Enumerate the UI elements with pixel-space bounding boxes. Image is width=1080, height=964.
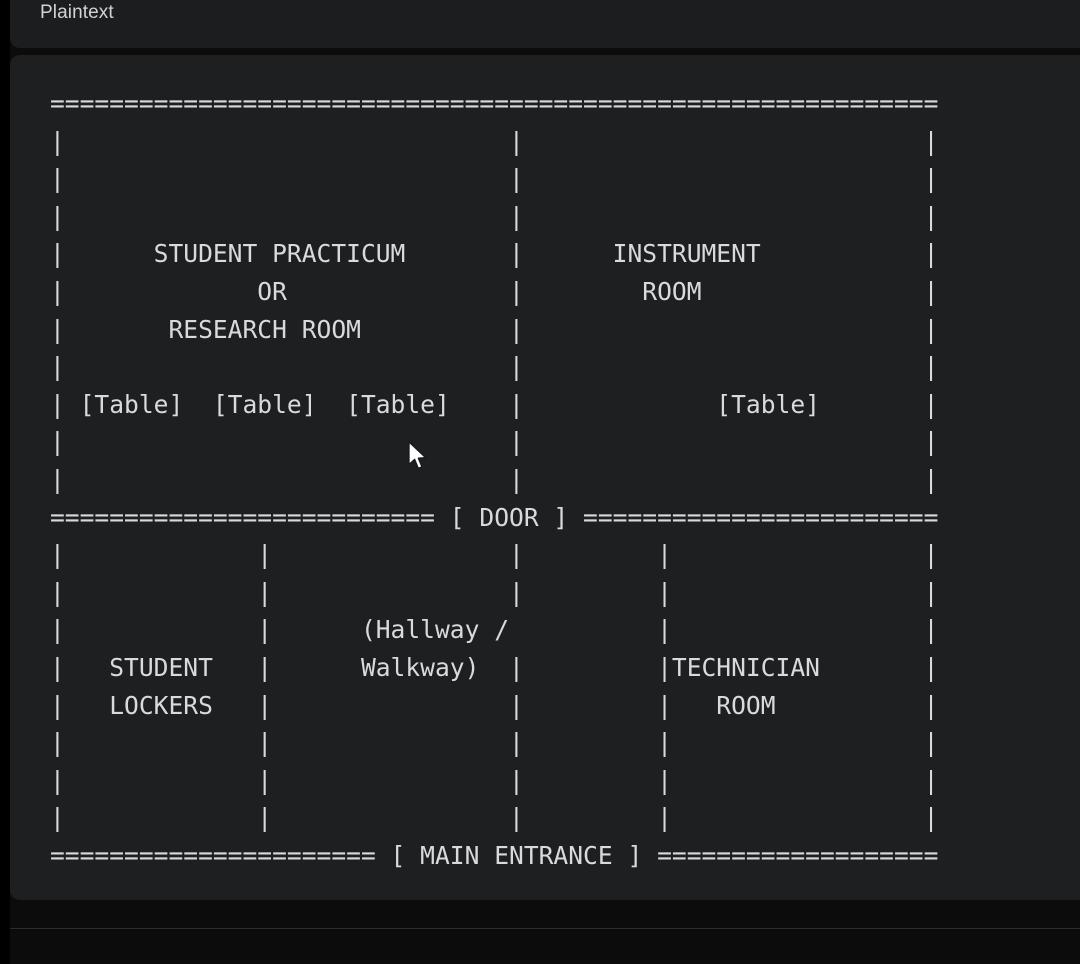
- code-block-header: Plaintext: [10, 0, 1080, 48]
- section-divider: [10, 928, 1080, 930]
- code-language-label: Plaintext: [40, 2, 114, 23]
- code-block-body[interactable]: ========================================…: [10, 55, 1080, 901]
- ascii-floor-plan[interactable]: ========================================…: [50, 89, 939, 870]
- page-left-gutter: [0, 0, 10, 964]
- code-block-card: Plaintext ==============================…: [10, 0, 1080, 901]
